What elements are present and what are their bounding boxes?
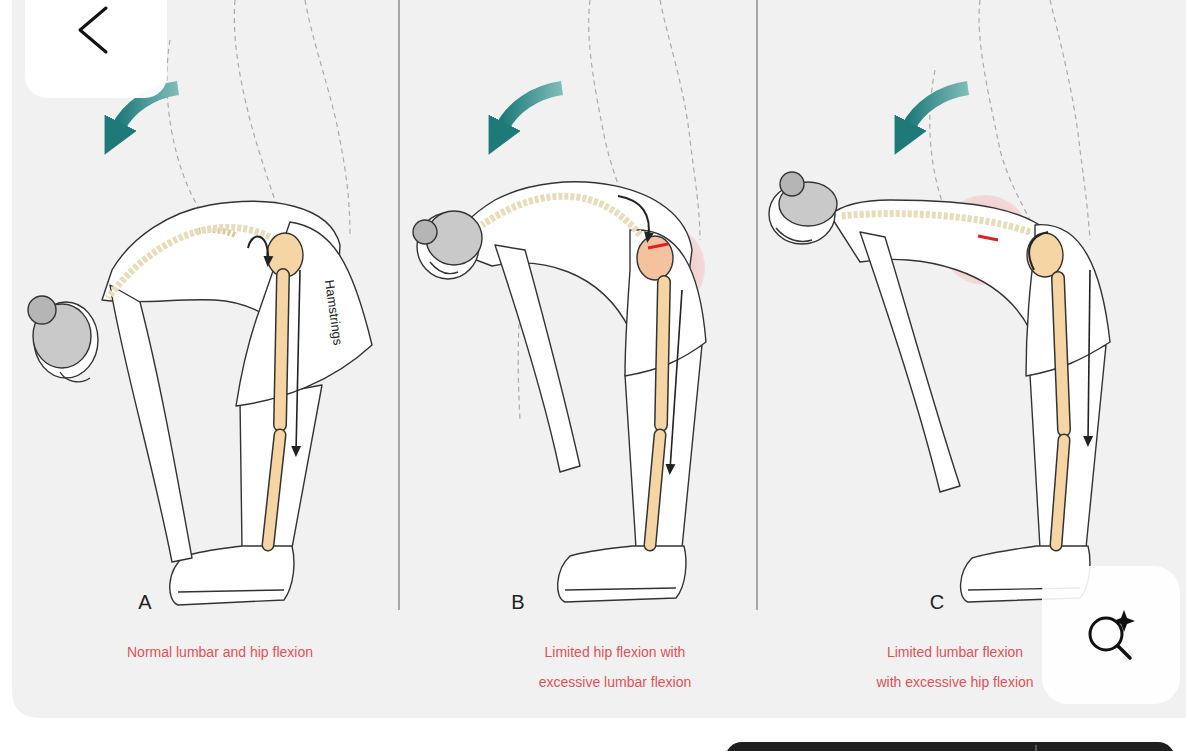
bottom-bar: [725, 742, 1175, 751]
panel-letter: A: [138, 591, 151, 614]
figure-c: [769, 172, 1110, 602]
back-button: [25, 0, 167, 98]
search-button: [1042, 566, 1180, 704]
movement-arrow: [118, 88, 968, 128]
panel-letter: C: [930, 591, 944, 614]
figure-a: [28, 201, 372, 605]
caption: Limited hip flexion with excessive lumba…: [531, 637, 699, 697]
panel-letter: B: [511, 591, 524, 614]
caption: Normal lumbar and hip flexion: [75, 637, 365, 667]
card-background: [12, 0, 1186, 718]
caption: Limited lumbar flexion with excessive hi…: [873, 637, 1037, 697]
muscle-label: Hamstrings: [322, 278, 346, 345]
figure-b: [413, 182, 706, 602]
